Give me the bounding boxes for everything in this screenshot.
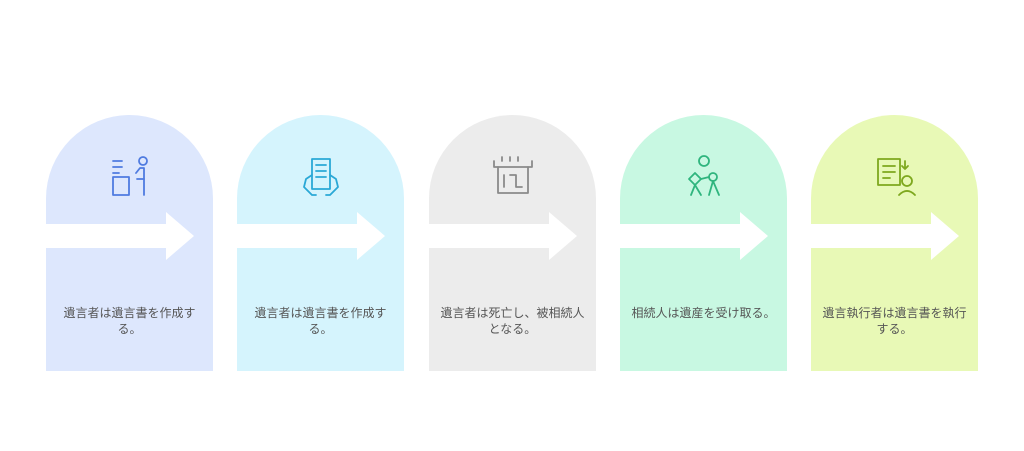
- step-3-card: 遺言者は死亡し、被相続人となる。: [429, 115, 596, 371]
- step-4-label: 相続人は遺産を受け取る。: [631, 306, 776, 320]
- executor-checklist-icon: [876, 158, 916, 196]
- arrow-right-icon: [620, 212, 768, 260]
- step-1-label: 遺言者は遺言書を作成する。: [63, 306, 196, 336]
- step-4-card: 相続人は遺産を受け取る。: [620, 115, 787, 371]
- step-5-card: 遺言執行者は遺言書を執行する。: [811, 115, 978, 371]
- heirs-receiving-icon: [687, 155, 720, 196]
- arrow-right-icon: [237, 212, 385, 260]
- hands-holding-document-icon: [302, 158, 339, 196]
- arrow-right-icon: [429, 212, 577, 260]
- person-writing-at-desk-icon: [111, 156, 148, 196]
- step-1-card: 遺言者は遺言書を作成する。: [46, 115, 213, 371]
- arrow-right-icon: [46, 212, 194, 260]
- step-2-label: 遺言者は遺言書を作成する。: [254, 306, 387, 336]
- step-2-card: 遺言者は遺言書を作成する。: [237, 115, 404, 371]
- arrow-right-icon: [811, 212, 959, 260]
- step-3-label: 遺言者は死亡し、被相続人となる。: [440, 306, 585, 336]
- step-5-label: 遺言執行者は遺言書を執行する。: [822, 306, 967, 336]
- coffin-icon: [492, 156, 533, 194]
